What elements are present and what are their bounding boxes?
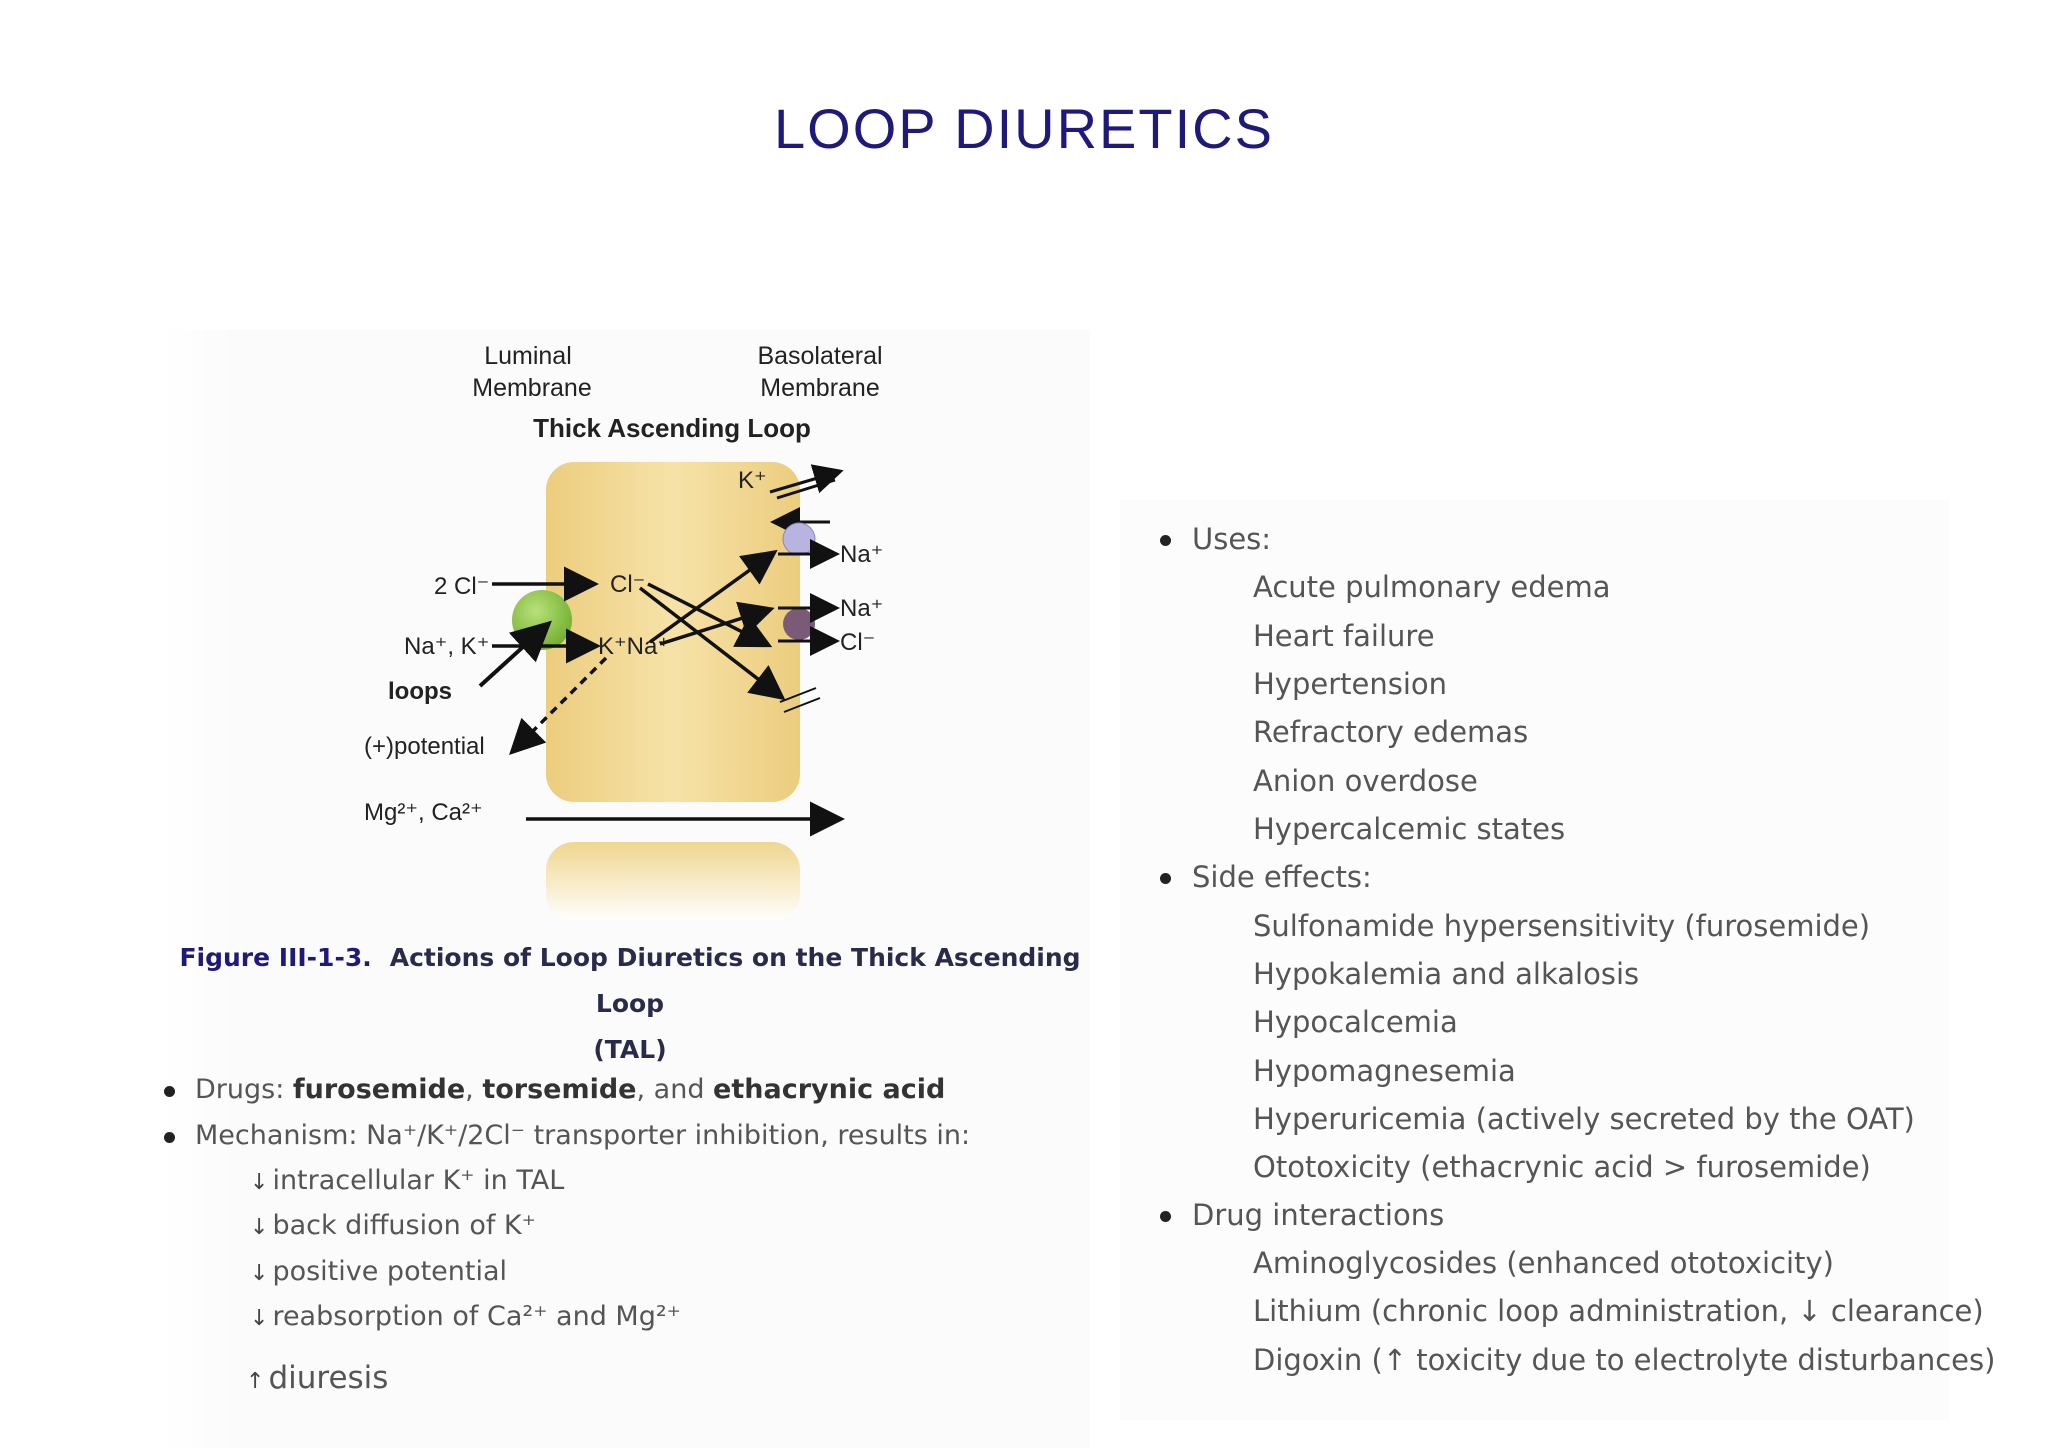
luminal-label-1: Luminal [484, 342, 572, 370]
drugs-comma: , [465, 1074, 483, 1105]
up-arrow-icon: ↑ [246, 1369, 265, 1394]
basolateral-label-2: Membrane [760, 374, 880, 402]
drug-ethacrynic-acid: ethacrynic acid [713, 1074, 946, 1105]
right-panel-background [1120, 500, 1950, 1420]
mg-ca-label: Mg²⁺, Ca²⁺ [364, 799, 483, 826]
interaction-item: Lithium (chronic loop administration, ↓ … [1253, 1294, 1984, 1328]
use-item: Anion overdose [1253, 764, 1478, 798]
use-item: Hypercalcemic states [1253, 812, 1566, 846]
side-effect-item: Hyperuricemia (actively secreted by the … [1253, 1102, 1915, 1136]
k-plus-top-label: K⁺ [738, 467, 767, 494]
bullet-interactions [1160, 1211, 1171, 1222]
bullet-side-effects [1160, 873, 1171, 884]
pump-bottom-icon [783, 608, 815, 640]
effect-3-text: positive potential [272, 1256, 508, 1287]
side-effect-item: Ototoxicity (ethacrynic acid > furosemid… [1253, 1150, 1871, 1184]
luminal-label-2: Membrane [472, 374, 592, 402]
side-effect-item: Hypokalemia and alkalosis [1253, 957, 1640, 991]
tal-cell-lower [546, 842, 800, 920]
use-item: Heart failure [1253, 619, 1435, 653]
use-item: Refractory edemas [1253, 715, 1529, 749]
use-item: Hypertension [1253, 667, 1448, 701]
caption-line-1: Actions of Loop Diuretics on the Thick A… [389, 943, 1081, 1018]
effect-4-text: reabsorption of Ca²⁺ and Mg²⁺ [272, 1301, 681, 1332]
figure-number: Figure III-1-3. [179, 943, 372, 972]
down-arrow-icon: ↓ [250, 1170, 269, 1195]
down-arrow-icon: ↓ [250, 1306, 269, 1331]
interactions-heading: Drug interactions [1192, 1198, 1445, 1232]
drugs-line: Drugs: furosemide, torsemide, and ethacr… [195, 1074, 945, 1105]
mechanism-line: Mechanism: Na⁺/K⁺/2Cl⁻ transporter inhib… [195, 1120, 971, 1151]
bullet-mechanism [164, 1132, 175, 1143]
down-arrow-icon: ↓ [250, 1261, 269, 1286]
diuresis-text: diuresis [268, 1360, 389, 1396]
bullet-drugs [164, 1086, 175, 1097]
use-item: Acute pulmonary edema [1253, 570, 1611, 604]
two-cl-label: 2 Cl⁻ [434, 573, 489, 600]
side-effect-item: Hypocalcemia [1253, 1005, 1458, 1039]
tal-diagram: Luminal Membrane Basolateral Membrane Th… [364, 342, 883, 920]
effect-1: ↓intracellular K⁺ in TAL [250, 1165, 564, 1196]
na-k-label: Na⁺, K⁺ [404, 633, 489, 660]
effect-2: ↓back diffusion of K⁺ [250, 1210, 536, 1241]
drug-furosemide: furosemide [292, 1074, 466, 1105]
loops-label: loops [388, 678, 452, 705]
drugs-prefix: Drugs: [195, 1074, 293, 1105]
slide-title: LOOP DIURETICS [774, 97, 1274, 160]
basolateral-label-1: Basolateral [757, 342, 882, 370]
effect-1-text: intracellular K⁺ in TAL [272, 1165, 565, 1196]
side-effects-heading: Side effects: [1192, 860, 1372, 894]
figure-caption: Figure III-1-3. Actions of Loop Diuretics… [160, 935, 1100, 1073]
drug-torsemide: torsemide [482, 1074, 637, 1105]
bullet-uses [1160, 535, 1171, 546]
uses-heading: Uses: [1192, 522, 1272, 556]
diagram-heading: Thick Ascending Loop [533, 413, 811, 443]
interaction-item: Aminoglycosides (enhanced ototoxicity) [1253, 1246, 1834, 1280]
effect-4: ↓reabsorption of Ca²⁺ and Mg²⁺ [250, 1301, 681, 1332]
effect-3: ↓positive potential [250, 1256, 507, 1287]
side-effect-item: Hypomagnesemia [1253, 1054, 1516, 1088]
potential-label: (+)potential [364, 733, 485, 760]
caption-line-2: (TAL) [593, 1035, 667, 1064]
cl-minus-right: Cl⁻ [840, 629, 875, 656]
effect-2-text: back diffusion of K⁺ [272, 1210, 536, 1241]
side-effect-item: Sulfonamide hypersensitivity (furosemide… [1253, 909, 1871, 943]
down-arrow-icon: ↓ [250, 1215, 269, 1240]
drugs-and: , and [636, 1074, 714, 1105]
na-plus-right-2: Na⁺ [840, 595, 883, 622]
na-plus-right-1: Na⁺ [840, 541, 883, 568]
tal-cell [546, 462, 800, 802]
interaction-item: Digoxin (↑ toxicity due to electrolyte d… [1253, 1343, 1996, 1377]
diuresis-line: ↑diuresis [246, 1360, 388, 1396]
cl-inner-label: Cl⁻ [610, 571, 645, 598]
